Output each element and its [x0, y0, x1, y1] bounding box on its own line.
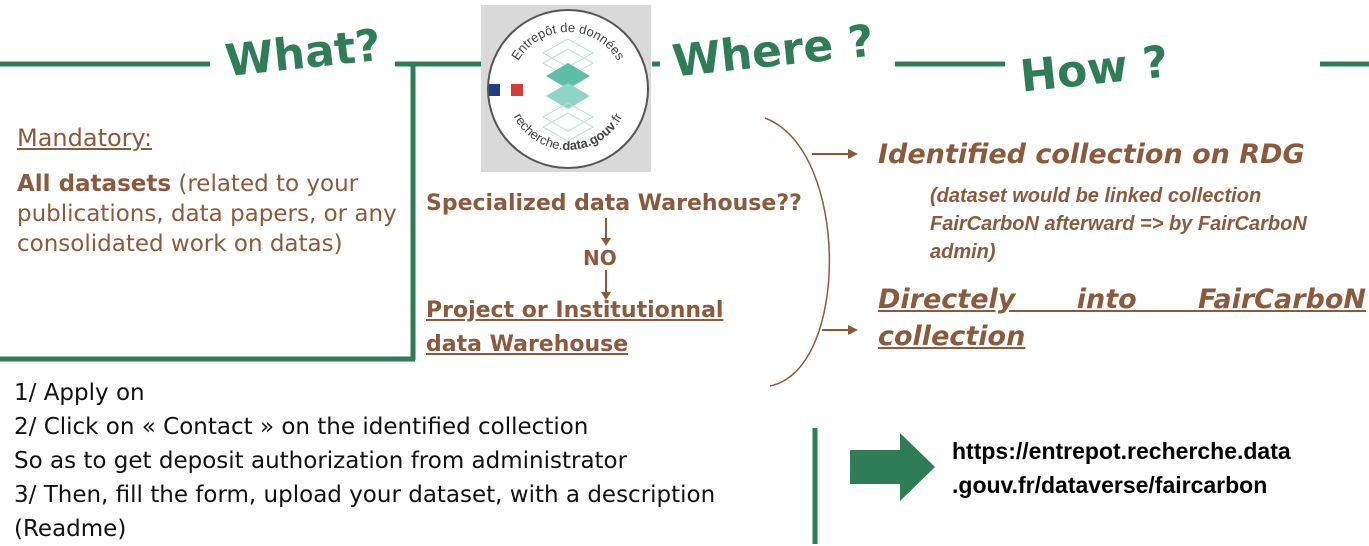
step-3: 3/ Then, fill the form, upload your data… — [14, 482, 716, 508]
big-green-arrow — [850, 433, 935, 501]
datasets-description: All datasets (related to your publicatio… — [17, 169, 407, 259]
option-identified-note: (dataset would be linked collection Fair… — [930, 185, 1307, 263]
marianne-flag-icon — [489, 84, 523, 96]
brace-curve — [764, 117, 831, 387]
option-identified-collection: Identified collection on RDG — [878, 139, 1305, 170]
logo-layers-icon — [541, 38, 595, 142]
svg-text:recherche.data.gouv.fr: recherche.data.gouv.fr — [511, 110, 626, 153]
step-2: 2/ Click on « Contact » on the identifie… — [14, 414, 589, 440]
logo-graphic: Entrepôt de données recherche.data.gouv.… — [489, 20, 628, 153]
step-1: 1/ Apply on — [14, 380, 145, 406]
arrow-to-no-head — [601, 238, 611, 246]
option-directly-faircarbon[interactable]: Directely into FairCarboN collection — [878, 284, 1366, 352]
svg-text:Entrepôt de données: Entrepôt de données — [508, 20, 628, 63]
steps-list: 1/ Apply on 2/ Click on « Contact » on t… — [14, 376, 715, 546]
faircarbon-url-link[interactable]: https://entrepot.recherche.data .gouv.fr… — [952, 434, 1291, 502]
logo-arc-bottom-prefix: recherche. — [511, 111, 564, 153]
logo-arc-top: Entrepôt de données — [508, 20, 628, 63]
step-2-note: So as to get deposit authorization from … — [14, 448, 628, 474]
url-line-1: https://entrepot.recherche.data — [952, 438, 1291, 464]
step-3-note: (Readme) — [14, 516, 127, 542]
datasets-bold: All datasets — [17, 171, 172, 197]
arrow-to-option1-head — [848, 149, 858, 159]
url-line-2: .gouv.fr/dataverse/faircarbon — [952, 472, 1268, 498]
arrow-to-project-head — [601, 292, 611, 300]
specialized-warehouse-question: Specialized data Warehouse?? — [426, 191, 802, 216]
logo-arc-bottom: recherche.data.gouv.fr — [511, 110, 626, 153]
project-warehouse-link[interactable]: Project or Institutionnal data Warehouse — [426, 298, 724, 357]
answer-no: NO — [583, 246, 617, 270]
datasets-rest: (related to your publications, data pape… — [17, 171, 397, 257]
arrow-to-option2-head — [848, 325, 858, 335]
rdg-logo: Entrepôt de données recherche.data.gouv.… — [487, 9, 649, 169]
mandatory-label: Mandatory: — [17, 124, 153, 152]
logo-arc-bottom-bold: data.gouv — [562, 118, 619, 153]
